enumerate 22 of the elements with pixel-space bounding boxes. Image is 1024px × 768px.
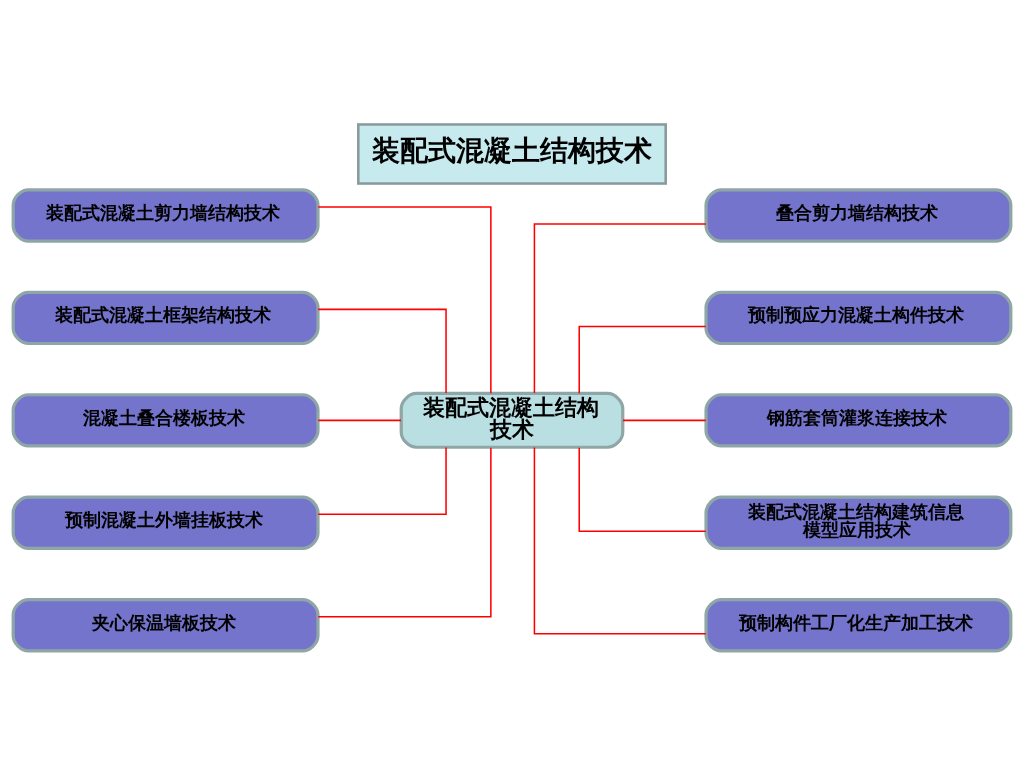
node-box: 夹心保温墙板技术 [11, 597, 320, 652]
node-box: 装配式混凝土结构建筑信息模型应用技术 [704, 495, 1013, 550]
node-box: 预制混凝土外墙挂板技术 [11, 495, 320, 550]
connector [317, 446, 447, 515]
node-box: 装配式混凝土框架结构技术 [11, 290, 320, 345]
connector [317, 308, 447, 394]
connector [533, 446, 707, 635]
node-box: 预制预应力混凝土构件技术 [704, 290, 1013, 345]
node-box: 叠合剪力墙结构技术 [704, 187, 1013, 243]
node-box: 钢筋套筒灌浆连接技术 [704, 392, 1013, 448]
connector [578, 325, 707, 394]
connector [317, 419, 402, 421]
node-box: 预制构件工厂化生产加工技术 [704, 597, 1013, 652]
node-box: 装配式混凝土剪力墙结构技术 [11, 187, 320, 243]
diagram-title: 装配式混凝土结构技术 [372, 133, 653, 167]
node-box: 装配式混凝土结构技术 [399, 391, 625, 449]
connector [622, 419, 707, 421]
node-box: 混凝土叠合楼板技术 [11, 392, 320, 448]
connector [317, 205, 492, 394]
connector [578, 446, 707, 532]
connector [317, 446, 492, 617]
connector [533, 222, 707, 394]
